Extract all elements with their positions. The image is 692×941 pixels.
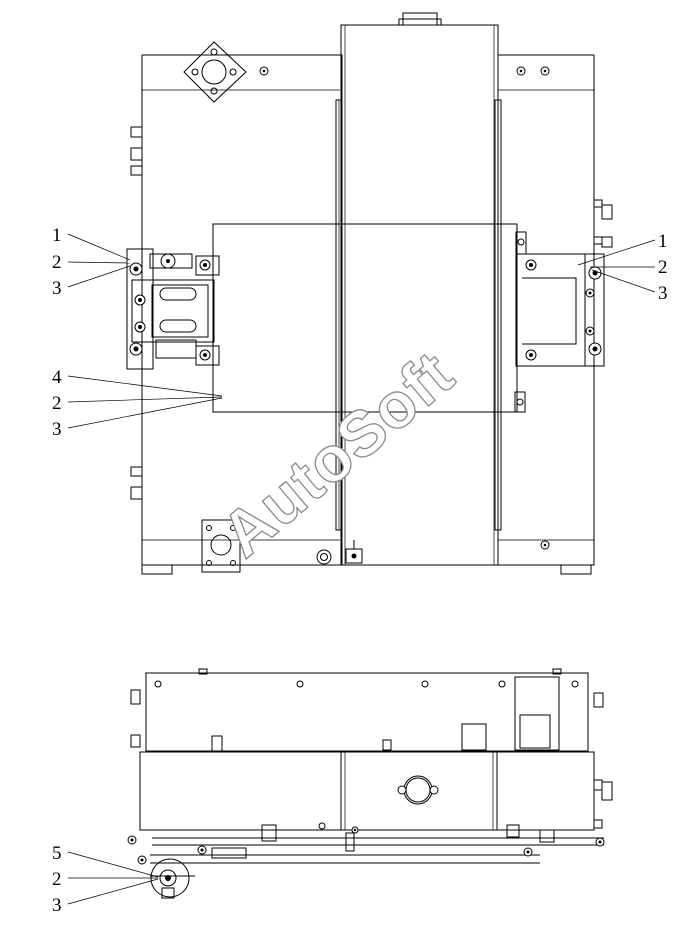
callout-1: 1 [52,225,62,246]
callouts-top-left: 1 2 3 [52,225,62,299]
callout-2: 2 [52,393,62,414]
watermark: AutoSoft [208,337,467,571]
callouts-middle: 4 2 3 [52,367,62,440]
callout-2: 2 [52,869,62,890]
callout-2: 2 [658,257,668,278]
callout-3: 3 [52,278,62,299]
callout-1: 1 [658,231,668,252]
callout-5: 5 [52,843,62,864]
callouts-bottom: 5 2 3 [52,843,62,916]
bottom-view [127,668,613,899]
callout-3: 3 [52,419,62,440]
callout-2: 2 [52,252,62,273]
top-view [126,12,613,575]
callout-4: 4 [52,367,62,388]
leader-lines [67,233,656,905]
callout-3: 3 [658,283,668,304]
callout-3: 3 [52,895,62,916]
callouts-top-right: 1 2 3 [658,231,668,304]
